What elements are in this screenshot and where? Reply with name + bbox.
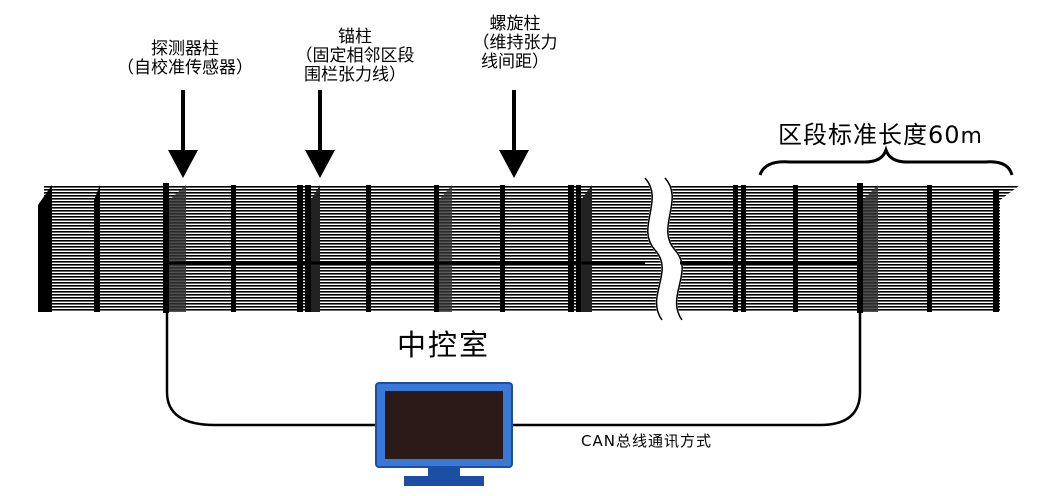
detector-post-title: 探测器柱 [151, 39, 219, 59]
fence-left-end [38, 185, 52, 312]
anchor-post [297, 185, 303, 312]
post [927, 185, 932, 312]
anchor-post-title: 锚柱 [338, 27, 372, 47]
post [993, 190, 999, 312]
down-arrow-icon [305, 90, 335, 178]
anchor-post-note-1: （固定相邻区段 [295, 46, 415, 66]
monitor-icon [375, 382, 513, 486]
detector-post-note: （自校准传感器） [117, 58, 253, 78]
post [733, 185, 738, 312]
posts [94, 183, 999, 313]
post [366, 185, 371, 312]
spiral-post-note-2: 线间距） [481, 52, 549, 72]
spiral-post-note-1: （维持张力 [472, 33, 558, 53]
spiral-post-label: 螺旋柱 （维持张力 线间距） [455, 15, 575, 72]
post [741, 185, 746, 312]
section-length-text: 区段标准长度60 [778, 121, 961, 149]
anchor-post-label: 锚柱 （固定相邻区段 围栏张力线） [270, 28, 440, 85]
anchor-post [305, 185, 311, 312]
control-room-label: 中控室 [397, 328, 491, 362]
detector-post-label: 探测器柱 （自校准传感器） [100, 40, 270, 78]
section-length-unit: m [960, 124, 983, 149]
post [231, 185, 236, 312]
post [793, 185, 798, 312]
can-bus-label: CAN总线通讯方式 [581, 432, 712, 450]
post [576, 185, 581, 312]
post [568, 185, 574, 312]
detector-post [163, 183, 169, 313]
post [434, 185, 439, 312]
spiral-post-title: 螺旋柱 [489, 14, 541, 34]
post [94, 185, 100, 312]
anchor-post-note-2: 围栏张力线） [304, 65, 406, 85]
spiral-post [500, 185, 505, 312]
can-bus-cable [165, 312, 862, 427]
down-arrow-icon [168, 90, 198, 178]
detector-post [857, 183, 863, 313]
down-arrow-icon [499, 90, 529, 178]
curly-brace-icon [758, 145, 1014, 176]
section-length-label: 区段标准长度60m [778, 123, 983, 149]
